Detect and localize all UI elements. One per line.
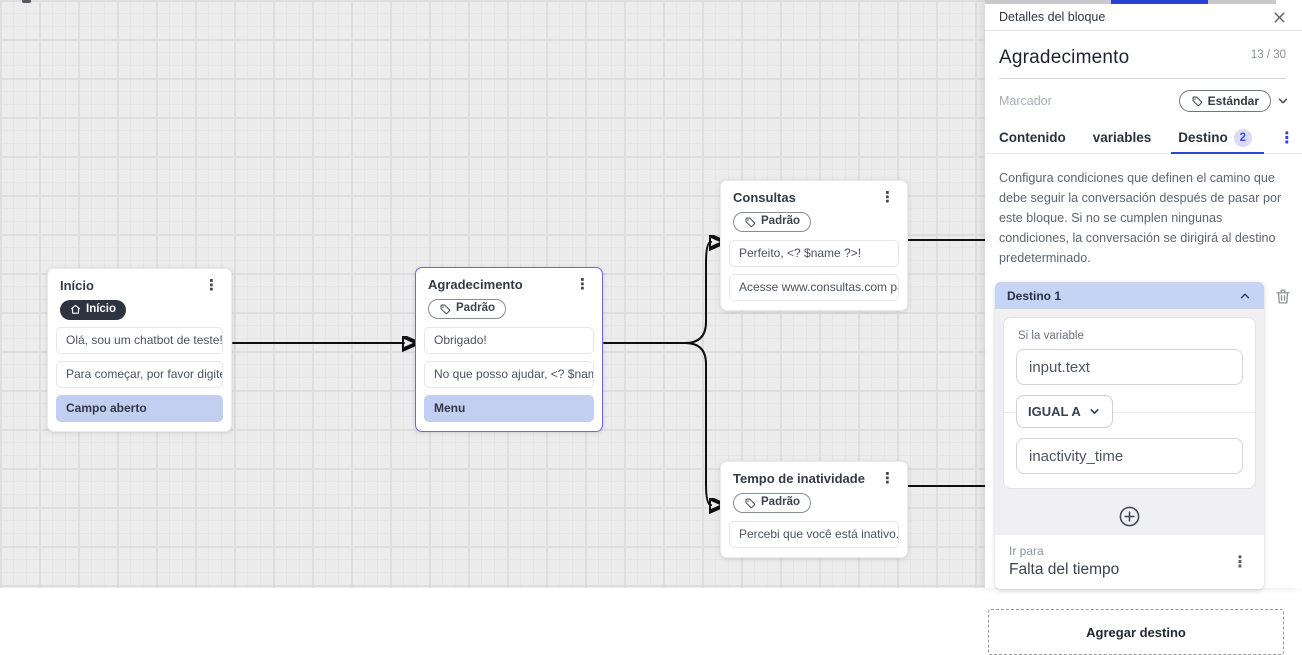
node-action-row[interactable]: Campo aberto (56, 395, 223, 422)
node-message[interactable]: Olá, sou um chatbot de teste! (56, 327, 223, 354)
marker-badge: Padrão (733, 493, 811, 513)
node-message[interactable]: No que posso ajudar, <? $name ... (424, 361, 594, 388)
node-message[interactable]: Obrigado! (424, 327, 594, 354)
node-title: Consultas (733, 190, 796, 205)
compare-value-input[interactable] (1016, 438, 1243, 474)
flow-node-agradecimento[interactable]: Agradecimento ⋮ Padrão Obrigado! No que … (415, 267, 603, 432)
panel-title: Detalles del bloque (999, 10, 1105, 24)
block-name-field[interactable]: Agradecimento (999, 47, 1129, 69)
tabs-menu-icon[interactable]: ⋮ (1279, 128, 1295, 148)
block-details-panel: Detalles del bloque Agradecimento 13 / 3… (985, 0, 1302, 588)
delete-destination-icon[interactable] (1274, 287, 1292, 306)
node-menu-icon[interactable]: ⋮ (200, 279, 223, 293)
marker-badge: Padrão (733, 212, 811, 232)
add-condition-icon[interactable] (1118, 505, 1141, 528)
node-message[interactable]: Para começar, por favor digite o ... (56, 361, 223, 388)
node-menu-icon[interactable]: ⋮ (571, 278, 594, 292)
close-icon[interactable] (1272, 10, 1287, 25)
flow-node-consultas[interactable]: Consultas ⋮ Padrão Perfeito, <? $name ?>… (720, 180, 908, 311)
node-message[interactable]: Percebi que você está inativo. C... (729, 521, 899, 548)
chevron-down-icon[interactable] (1276, 94, 1290, 108)
panel-top-scrollbar[interactable] (985, 0, 1302, 4)
condition-label: Si la variable (1018, 330, 1243, 342)
tag-icon (1191, 95, 1203, 107)
canvas-artifact (22, 0, 31, 3)
marker-select[interactable]: Estándar (1179, 90, 1271, 112)
chevron-down-icon (1088, 405, 1101, 418)
marker-label: Marcador (999, 94, 1052, 108)
destination-card: Destino 1 Si la variable IGUAL A (995, 282, 1264, 589)
tag-icon (439, 303, 451, 315)
tag-icon (744, 497, 756, 509)
destination-count-badge: 2 (1234, 129, 1252, 147)
tab-destino[interactable]: Destino 2 (1178, 122, 1252, 153)
flow-node-inicio[interactable]: Início ⋮ Início Olá, sou um chatbot de t… (47, 268, 232, 432)
node-title: Tempo de inatividade (733, 471, 865, 486)
node-title: Agradecimento (428, 277, 523, 292)
node-title: Início (60, 278, 94, 293)
scrollbar-thumb[interactable] (1111, 0, 1208, 4)
flow-node-tempo-inatividade[interactable]: Tempo de inatividade ⋮ Padrão Percebi qu… (720, 461, 908, 558)
destination-header[interactable]: Destino 1 (995, 282, 1264, 309)
node-menu-icon[interactable]: ⋮ (876, 191, 899, 205)
char-counter: 13 / 30 (1251, 47, 1286, 61)
goto-row[interactable]: Ir para Falta del tiempo ⋮ (995, 535, 1264, 589)
variable-input[interactable] (1016, 349, 1243, 385)
goto-menu-icon[interactable]: ⋮ (1226, 552, 1254, 572)
destination-description: Configura condiciones que definen el cam… (999, 168, 1289, 268)
tag-icon (744, 216, 756, 228)
goto-value: Falta del tiempo (1009, 561, 1119, 579)
node-message[interactable]: Acesse www.consultas.com par... (729, 274, 899, 301)
operator-select[interactable]: IGUAL A (1016, 395, 1113, 428)
marker-badge: Padrão (428, 299, 506, 319)
condition-card: Si la variable IGUAL A (1003, 317, 1256, 489)
node-action-row[interactable]: Menu (424, 395, 594, 422)
tab-variables[interactable]: variables (1093, 122, 1152, 153)
panel-tabs: Contenido variables Destino 2 ⋮ (985, 122, 1302, 154)
node-menu-icon[interactable]: ⋮ (876, 472, 899, 486)
start-badge: Início (60, 300, 126, 320)
tab-contenido[interactable]: Contenido (999, 122, 1066, 153)
node-message[interactable]: Perfeito, <? $name ?>! (729, 240, 899, 267)
add-destination-button[interactable]: Agregar destino (988, 609, 1284, 655)
goto-label: Ir para (1009, 544, 1119, 558)
chevron-up-icon[interactable] (1238, 289, 1252, 303)
home-icon (70, 304, 81, 315)
